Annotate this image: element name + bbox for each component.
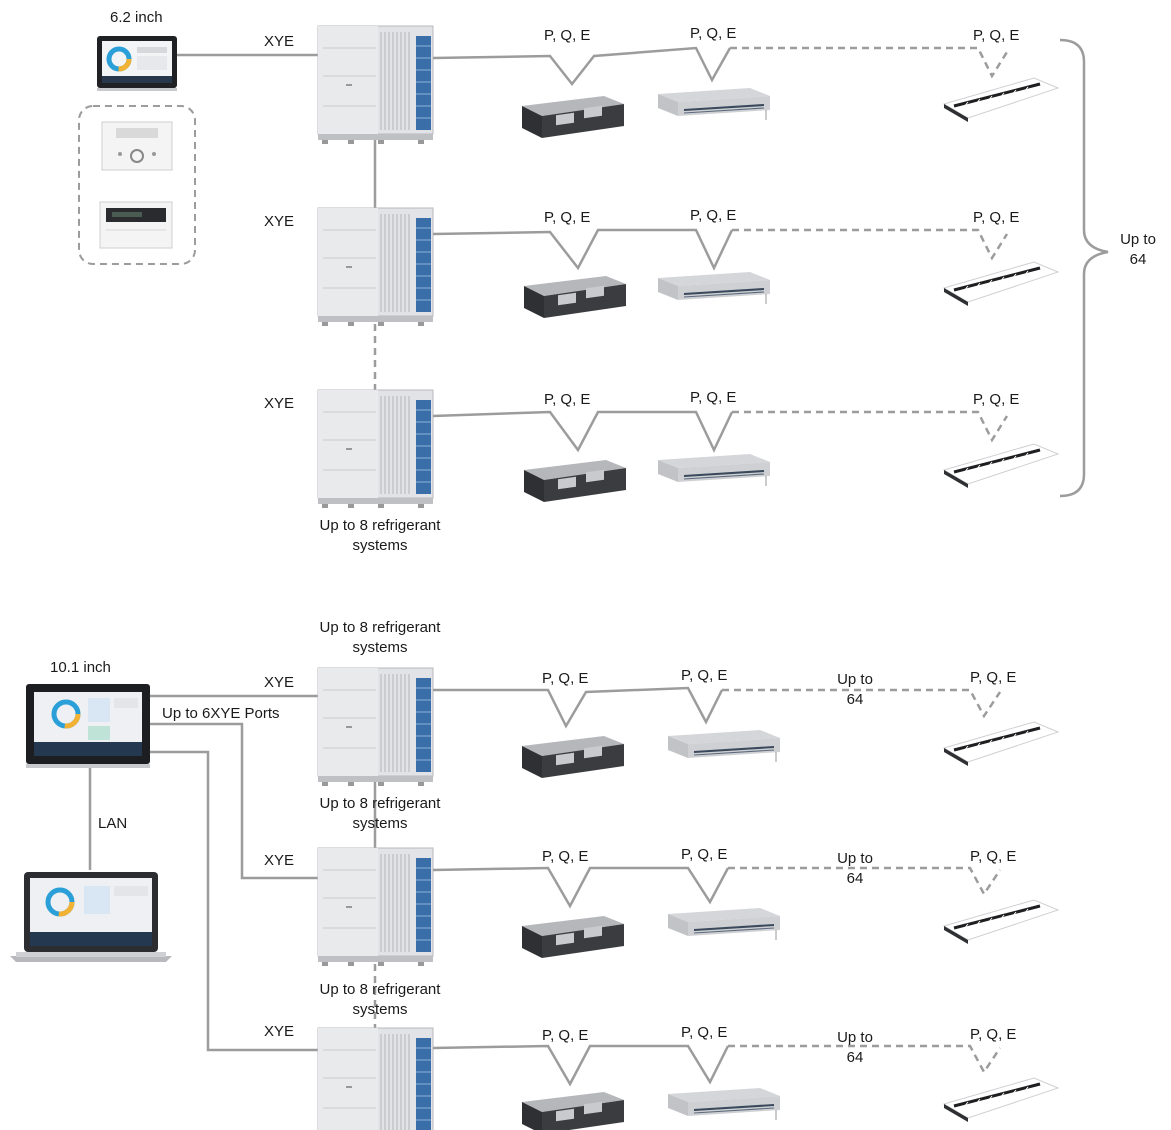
pqe-label: P, Q, E	[544, 391, 590, 408]
laptop-icon	[10, 872, 172, 962]
upto-label-line-2: 64	[847, 1049, 864, 1066]
ducted-indoor-unit-icon	[522, 916, 624, 958]
ports-label: Up to 6XYE Ports	[162, 705, 280, 722]
bracket-label-line-1: Up to	[1120, 231, 1156, 248]
pqe-label: P, Q, E	[970, 669, 1016, 686]
pqe-label: P, Q, E	[973, 27, 1019, 44]
pqe-label: P, Q, E	[690, 389, 736, 406]
vrf-outdoor-unit-icon	[317, 667, 434, 787]
systems-note-line-2: systems	[352, 537, 407, 554]
bottom-row-2: XYE P, Q, E P, Q, E P, Q, E Up to 64	[264, 846, 1060, 967]
pqe-label: P, Q, E	[681, 846, 727, 863]
pqe-line-dashed	[728, 1044, 1002, 1075]
ceiling-suspended-unit-icon	[942, 1076, 1060, 1124]
slim-duct-indoor-unit-icon	[667, 907, 781, 941]
ceiling-suspended-unit-icon	[942, 720, 1060, 768]
bracket-label-line-2: 64	[1130, 251, 1147, 268]
systems-note-line-1: Up to 8 refrigerant	[320, 517, 442, 534]
systems-note-line-2: systems	[352, 1001, 407, 1018]
ducted-indoor-unit-icon	[524, 460, 626, 502]
upto-label-line-1: Up to	[837, 850, 873, 867]
pqe-line	[432, 410, 734, 453]
slim-duct-indoor-unit-icon	[657, 87, 771, 121]
ceiling-suspended-unit-icon	[942, 442, 1060, 490]
vrf-outdoor-unit-icon	[317, 207, 434, 327]
vrf-outdoor-unit-icon	[317, 847, 434, 967]
systems-note-line-1: Up to 8 refrigerant	[320, 619, 442, 636]
slim-duct-indoor-unit-icon	[657, 271, 771, 305]
ceiling-suspended-unit-icon	[942, 260, 1060, 308]
pqe-line-dashed	[722, 688, 1002, 719]
pqe-label: P, Q, E	[542, 670, 588, 687]
controller-10-1-inch-label: 10.1 inch	[50, 659, 111, 676]
pqe-line-dashed	[732, 410, 1009, 443]
ducted-indoor-unit-icon	[522, 736, 624, 778]
pqe-label: P, Q, E	[973, 209, 1019, 226]
ducted-indoor-unit-icon	[522, 96, 624, 138]
pqe-label: P, Q, E	[690, 25, 736, 42]
pqe-label: P, Q, E	[681, 667, 727, 684]
systems-note-line-2: systems	[352, 815, 407, 832]
pqe-line-dashed	[728, 866, 1002, 897]
upto-label-line-1: Up to	[837, 671, 873, 688]
pqe-line	[433, 686, 724, 729]
group-bracket	[1059, 38, 1109, 498]
slim-duct-indoor-unit-icon	[657, 453, 771, 487]
xye-bus-line	[150, 750, 318, 1052]
pqe-line-dashed	[732, 228, 1009, 261]
pqe-line	[432, 46, 732, 87]
ducted-indoor-unit-icon	[522, 1092, 624, 1130]
touch-screen-controller-icon	[26, 684, 150, 768]
controller-6-2-inch-label: 6.2 inch	[110, 9, 163, 26]
xye-label: XYE	[264, 1023, 294, 1040]
pqe-label: P, Q, E	[973, 391, 1019, 408]
pqe-line	[432, 1044, 730, 1087]
xye-bus-line	[150, 722, 318, 880]
xye-label: XYE	[264, 852, 294, 869]
pqe-label: P, Q, E	[970, 1026, 1016, 1043]
pqe-label: P, Q, E	[681, 1024, 727, 1041]
vrf-outdoor-unit-icon	[317, 1027, 434, 1130]
systems-note-line-1: Up to 8 refrigerant	[320, 795, 442, 812]
systems-note-line-2: systems	[352, 639, 407, 656]
vrf-outdoor-unit-icon	[317, 389, 434, 509]
pqe-label: P, Q, E	[690, 207, 736, 224]
upto-label-line-2: 64	[847, 691, 864, 708]
ceiling-suspended-unit-icon	[942, 898, 1060, 946]
vrf-outdoor-unit-icon	[317, 25, 434, 145]
touch-screen-controller-icon	[97, 36, 177, 91]
pqe-label: P, Q, E	[544, 27, 590, 44]
pqe-label: P, Q, E	[542, 1027, 588, 1044]
xye-label: XYE	[264, 395, 294, 412]
xye-label: XYE	[264, 33, 294, 50]
pqe-label: P, Q, E	[544, 209, 590, 226]
ceiling-suspended-unit-icon	[942, 76, 1060, 124]
pqe-label: P, Q, E	[970, 848, 1016, 865]
top-row-3: XYE P, Q, E P, Q, E P, Q, E	[264, 389, 1060, 509]
systems-note-line-1: Up to 8 refrigerant	[320, 981, 442, 998]
bottom-row-1: XYE P, Q, E P, Q, E P, Q, E Up to 64	[264, 667, 1060, 787]
xye-label: XYE	[264, 674, 294, 691]
upto-label-line-1: Up to	[837, 1029, 873, 1046]
top-row-2: XYE P, Q, E P, Q, E P, Q, E	[264, 207, 1060, 327]
wired-controllers-group	[78, 105, 196, 265]
wired-controller-icon	[101, 121, 173, 171]
top-row-1: XYE P, Q, E P, Q, E P, Q, E	[264, 25, 1060, 145]
xye-label: XYE	[264, 213, 294, 230]
ducted-indoor-unit-icon	[524, 276, 626, 318]
upto-label-line-2: 64	[847, 870, 864, 887]
pqe-label: P, Q, E	[542, 848, 588, 865]
wired-controller-icon	[99, 201, 173, 249]
bottom-row-3: XYE P, Q, E P, Q, E P, Q, E Up to 64	[264, 1023, 1060, 1130]
lan-label: LAN	[98, 815, 127, 832]
slim-duct-indoor-unit-icon	[667, 729, 781, 763]
pqe-line	[432, 228, 734, 271]
pqe-line-dashed	[730, 46, 1009, 79]
slim-duct-indoor-unit-icon	[667, 1087, 781, 1121]
pqe-line	[432, 866, 730, 909]
